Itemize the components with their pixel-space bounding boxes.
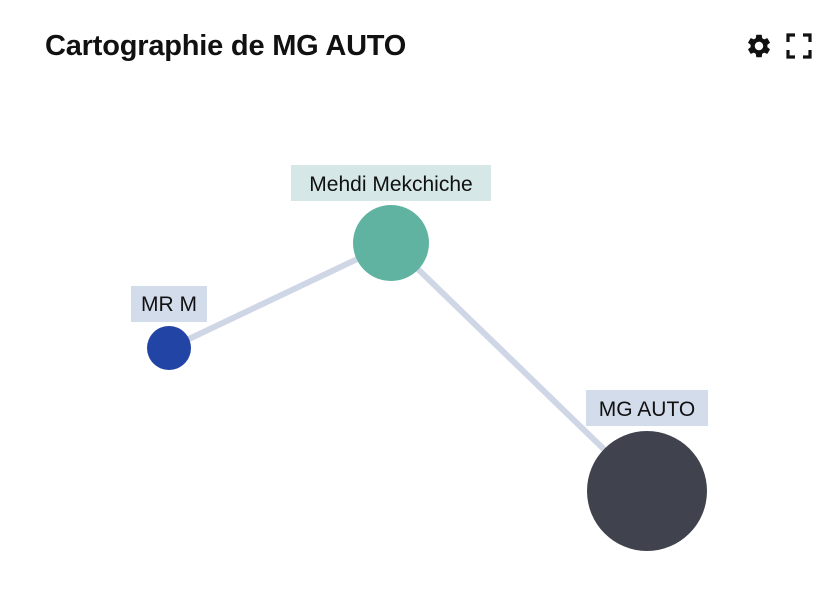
node-label: MR M [141, 293, 197, 316]
node-label: MG AUTO [599, 398, 695, 421]
settings-button[interactable] [744, 30, 774, 62]
fullscreen-button[interactable] [784, 30, 814, 62]
panel-toolbar [744, 30, 814, 62]
page-title: Cartographie de MG AUTO [45, 30, 407, 62]
node-circle[interactable] [353, 205, 429, 281]
node-circle[interactable] [147, 326, 191, 370]
gear-icon [748, 34, 770, 58]
node-mg-auto[interactable]: MG AUTO [586, 390, 708, 551]
node-label-background [291, 165, 491, 201]
node-mehdi-mekchiche[interactable]: Mehdi Mekchiche [291, 165, 491, 281]
edge-mrm-mehdi [167, 240, 394, 351]
node-mr-m[interactable]: MR M [131, 286, 207, 370]
node-label: Mehdi Mekchiche [309, 173, 472, 196]
node-label-background [586, 390, 708, 426]
node-circle[interactable] [587, 431, 707, 551]
node-label-background [131, 286, 207, 322]
fullscreen-icon [786, 33, 812, 59]
